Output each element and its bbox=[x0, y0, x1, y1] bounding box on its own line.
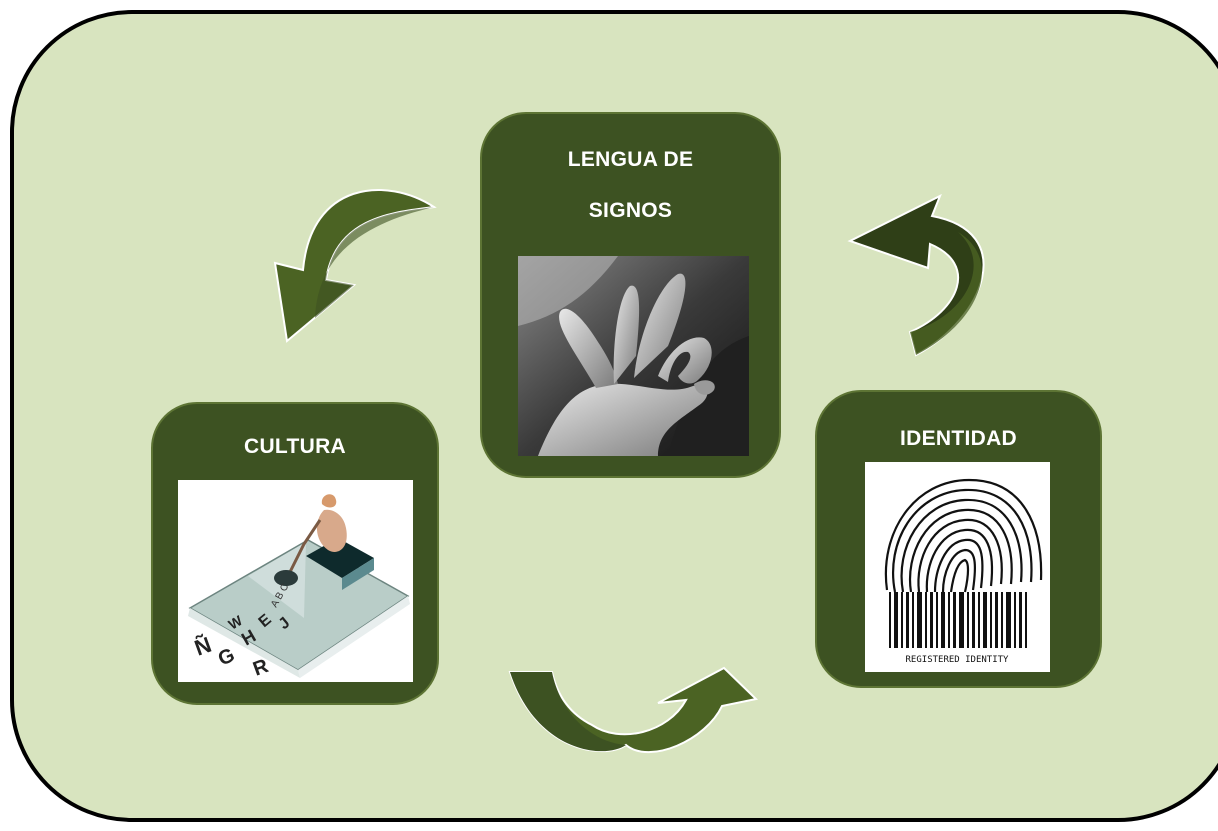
fingerprint-barcode: REGISTERED IDENTITY bbox=[865, 462, 1050, 672]
book-letter: Ñ bbox=[191, 632, 214, 661]
node-lengua-de-signos: LENGUA DE SIGNOS bbox=[480, 112, 781, 478]
node-cultura: CULTURA Ñ G H R W E J A B C bbox=[151, 402, 439, 705]
node-title-lengua-de-signos: LENGUA DE SIGNOS bbox=[567, 148, 694, 222]
node-title-cultura: CULTURA bbox=[243, 435, 347, 458]
node-title-identidad: IDENTIDAD bbox=[899, 427, 1018, 450]
book-letter: G bbox=[215, 644, 238, 671]
node-identidad: IDENTIDAD bbox=[815, 390, 1102, 688]
sign-language-hand-photo bbox=[518, 256, 749, 456]
child-in-open-book-with-letters: Ñ G H R W E J A B C bbox=[178, 480, 413, 682]
fingerprint-caption: REGISTERED IDENTITY bbox=[906, 655, 1010, 665]
